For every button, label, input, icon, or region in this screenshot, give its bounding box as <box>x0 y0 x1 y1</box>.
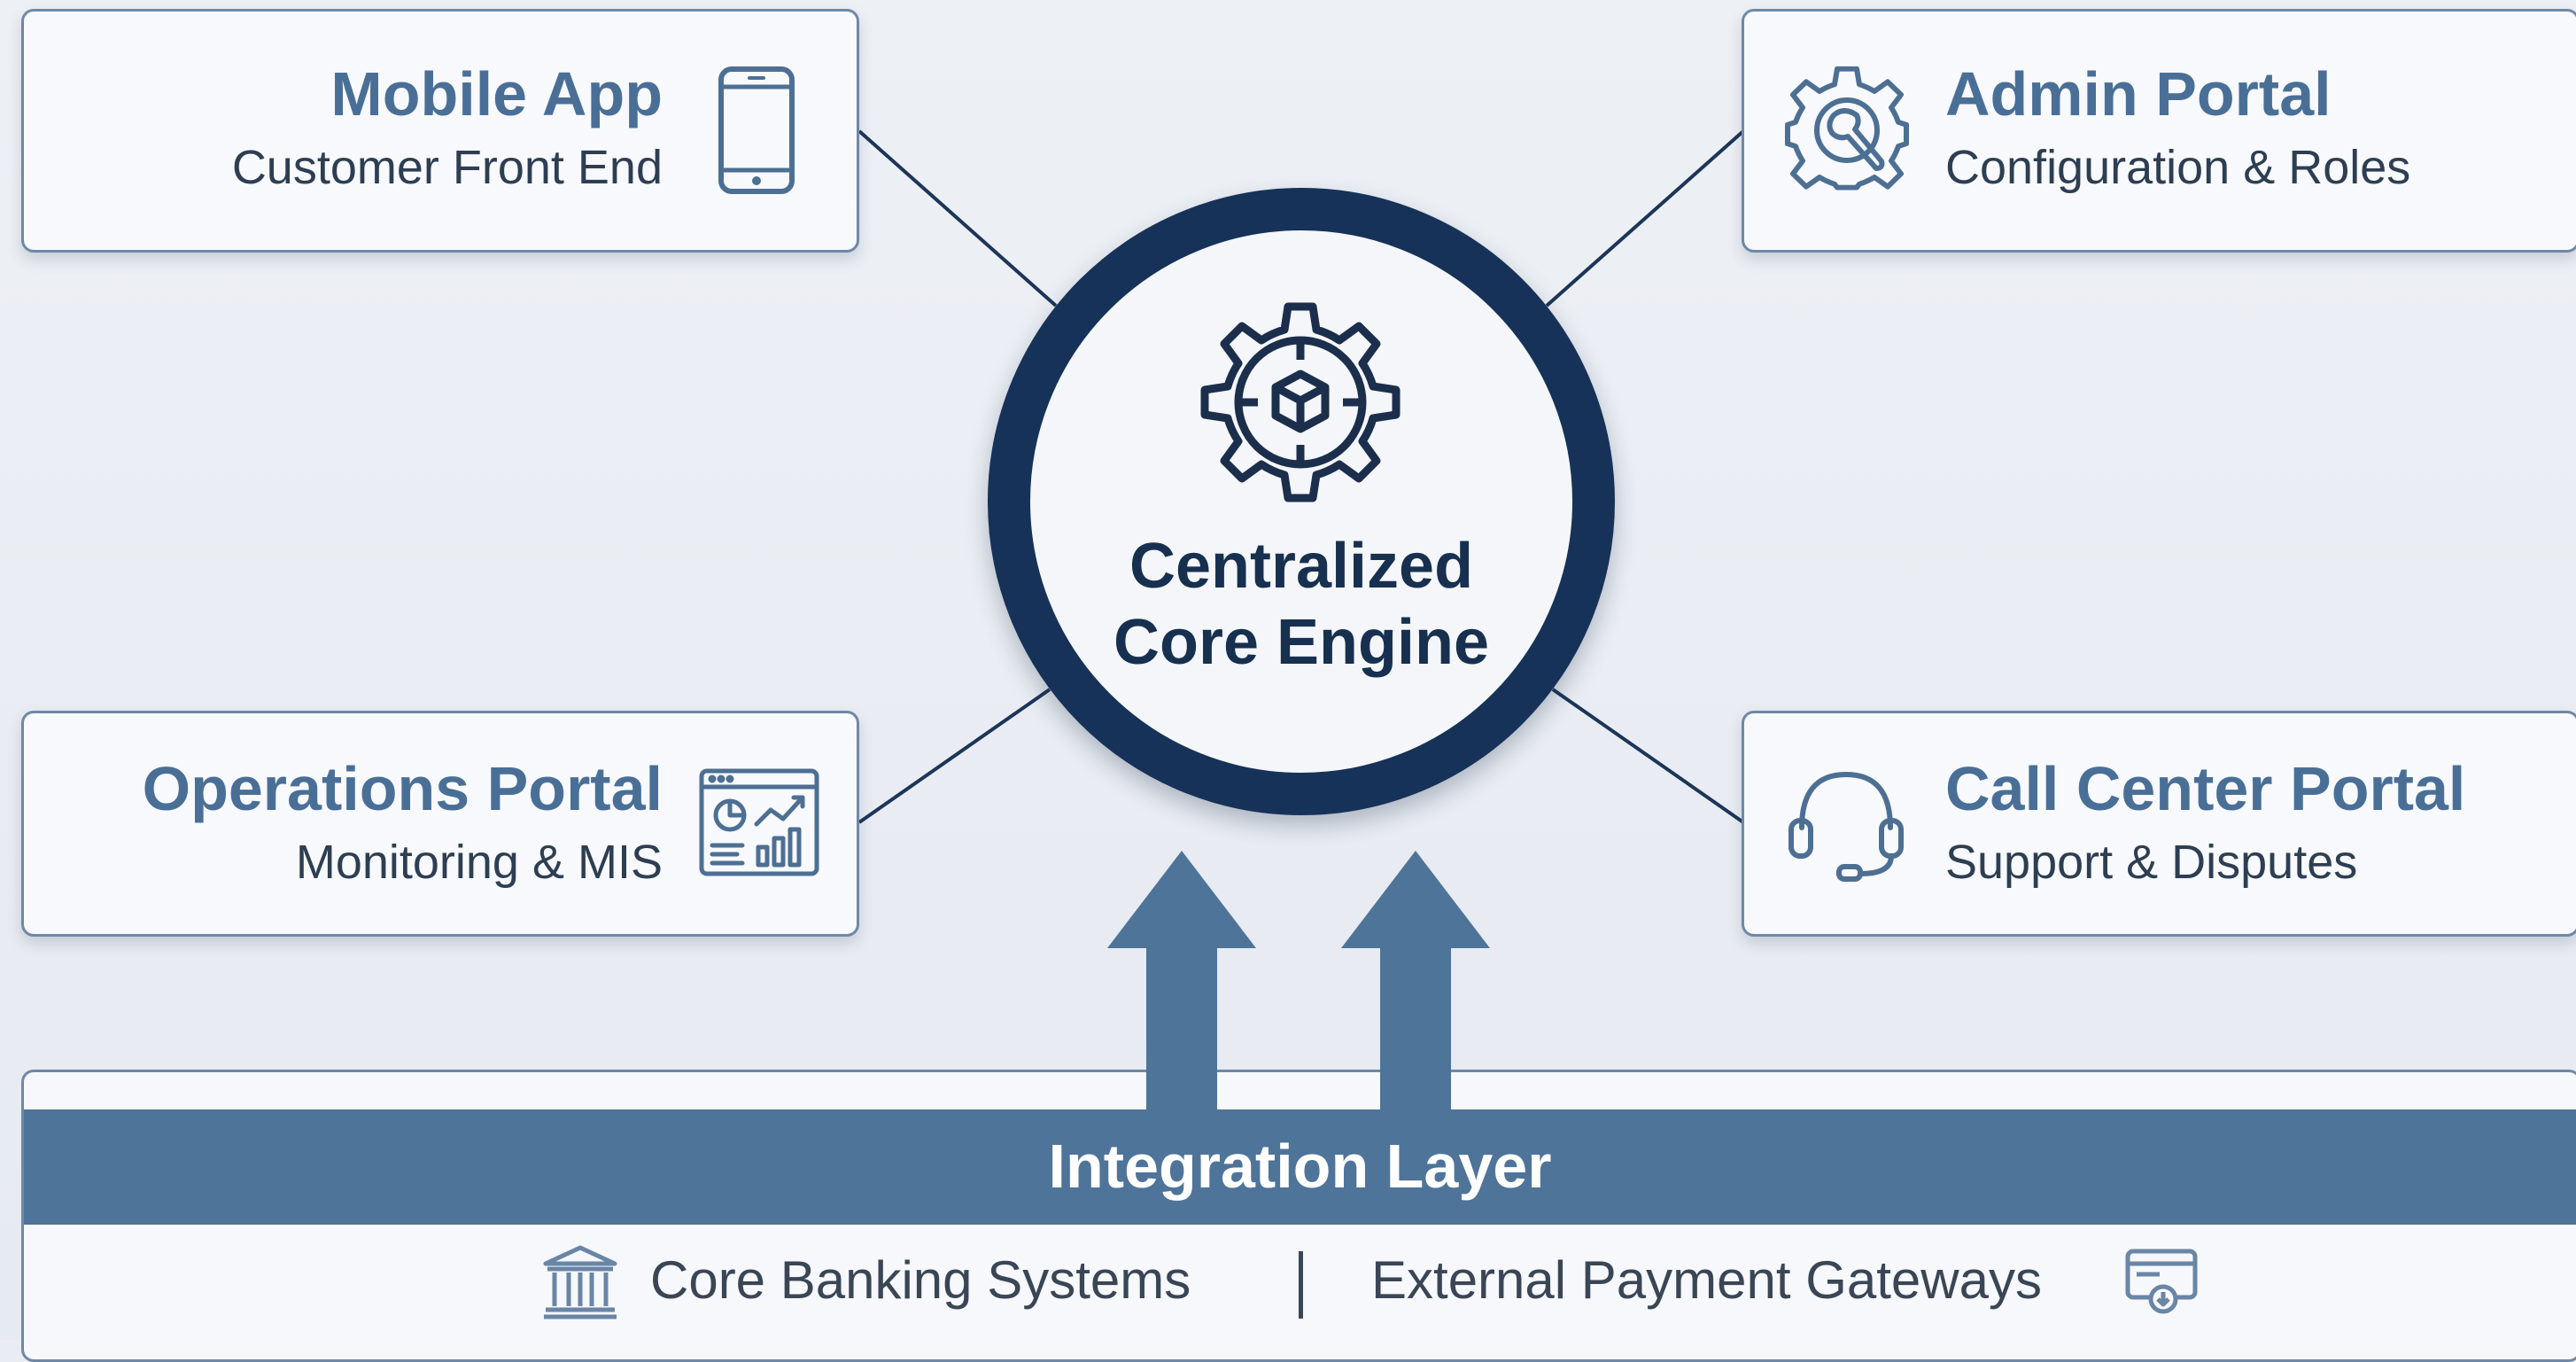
payment-card-icon <box>2125 1249 2198 1314</box>
connector-mobile-app <box>857 129 1058 307</box>
connector-admin-portal <box>1545 129 1745 307</box>
gear-wrench-icon <box>1785 66 1909 191</box>
core-engine-title-line1: Centralized <box>1129 531 1474 602</box>
integration-band <box>24 1109 2576 1225</box>
operations-portal-title: Operations Portal <box>142 754 663 823</box>
dashboard-chart-icon <box>699 768 819 876</box>
bank-icon <box>543 1245 617 1319</box>
core-banking-systems-label: Core Banking Systems <box>650 1250 1191 1310</box>
external-payment-gateways-label: External Payment Gateways <box>1371 1250 2043 1310</box>
admin-portal-card <box>1742 9 2576 253</box>
integration-layer-title: Integration Layer <box>1048 1132 1552 1201</box>
admin-portal-subtitle: Configuration & Roles <box>1945 141 2411 194</box>
call-center-portal-title: Call Center Portal <box>1945 754 2466 823</box>
connector-operations-portal <box>857 688 1051 824</box>
mobile-app-title: Mobile App <box>330 59 663 128</box>
operations-portal-subtitle: Monitoring & MIS <box>295 836 663 889</box>
mobile-app-subtitle: Customer Front End <box>231 141 663 194</box>
headset-icon <box>1788 772 1904 882</box>
smartphone-icon <box>718 66 795 194</box>
core-engine-title-line2: Core Engine <box>1113 607 1490 678</box>
connector-call-center-portal <box>1551 688 1745 824</box>
up-arrows-icon <box>1107 851 1490 1117</box>
admin-portal-title: Admin Portal <box>1945 59 2332 128</box>
call-center-portal-subtitle: Support & Disputes <box>1945 836 2358 889</box>
up-arrow-right <box>1341 851 1490 1117</box>
gear-cube-icon <box>1200 302 1401 502</box>
system-divider <box>1299 1251 1303 1319</box>
up-arrow-left <box>1107 851 1256 1117</box>
core-engine-title: Centralized Core Engine <box>988 528 1615 681</box>
